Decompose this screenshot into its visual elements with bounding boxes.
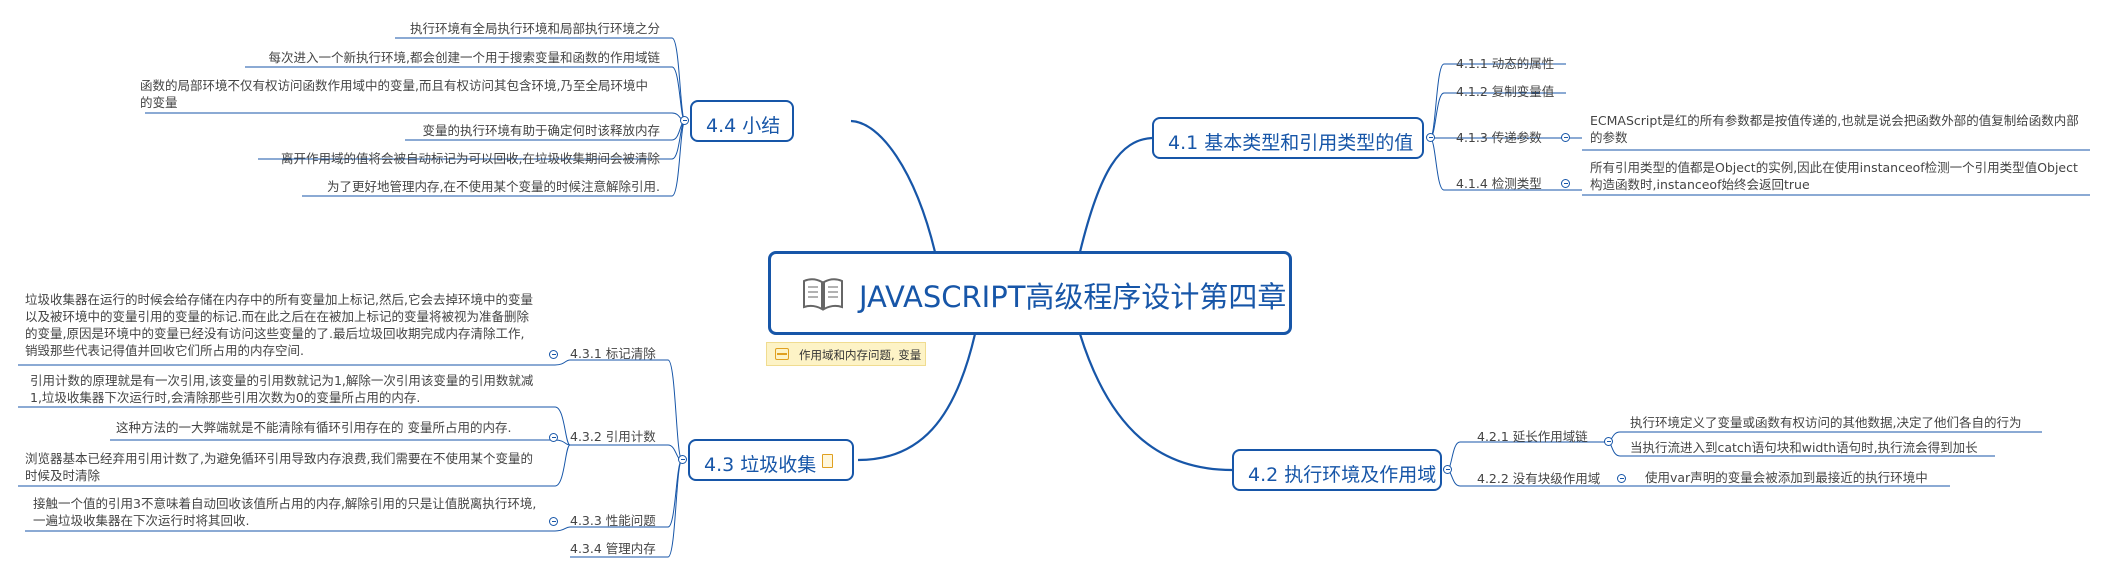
detail-4-3-1[interactable]: 垃圾收集器在运行的时候会给存储在内存中的所有变量加上标记,然后,它会去掉环境中的… — [25, 292, 533, 358]
topic-4-4-label: 4.4 小结 — [706, 115, 781, 137]
collapse-icon[interactable] — [680, 116, 689, 125]
summary-item[interactable]: 每次进入一个新执行环境,都会创建一个用于搜索变量和函数的作用域链 — [268, 50, 660, 65]
collapse-icon[interactable] — [549, 350, 558, 359]
book-icon — [803, 278, 843, 311]
collapse-icon[interactable] — [1561, 133, 1570, 142]
topic-4-2-label: 4.2 执行环境及作用域 — [1248, 464, 1437, 486]
summary-item[interactable]: 函数的局部环境不仅有权访问函数作用域中的变量,而且有权访问其包含环境,乃至全局环… — [140, 78, 648, 110]
sub-4-1-4[interactable]: 4.1.4 检测类型 — [1456, 176, 1542, 191]
detail-4-2-2[interactable]: 使用var声明的变量会被添加到最接近的执行环境中 — [1645, 470, 1928, 485]
detail-4-3-2-a[interactable]: 引用计数的原理就是有一次引用,该变量的引用数就记为1,解除一次引用该变量的引用数… — [30, 373, 534, 405]
collapse-icon[interactable] — [1604, 437, 1613, 446]
note-icon — [775, 348, 789, 360]
topic-4-1-label: 4.1 基本类型和引用类型的值 — [1168, 132, 1414, 154]
summary-item[interactable]: 执行环境有全局执行环境和局部执行环境之分 — [409, 21, 660, 36]
sub-4-1-3[interactable]: 4.1.3 传递参数 — [1456, 130, 1542, 145]
detail-4-3-3[interactable]: 接触一个值的引用3不意味着自动回收该值所占用的内存,解除引用的只是让值脱离执行环… — [33, 496, 537, 528]
detail-4-3-2-b[interactable]: 这种方法的一大弊端就是不能清除有循环引用存在的 变量所占用的内存. — [116, 420, 512, 435]
collapse-icon[interactable] — [1426, 133, 1435, 142]
collapse-icon[interactable] — [678, 455, 687, 464]
topic-4-1[interactable]: 4.1 基本类型和引用类型的值 — [1152, 117, 1424, 159]
detail-4-2-1-b[interactable]: 当执行流进入到catch语句块和width语句时,执行流会得到加长 — [1630, 440, 1978, 455]
summary-item[interactable]: 变量的执行环境有助于确定何时该释放内存 — [422, 123, 660, 138]
detail-4-2-1-a[interactable]: 执行环境定义了变量或函数有权访问的其他数据,决定了他们各自的行为 — [1630, 415, 2022, 430]
sub-4-3-2[interactable]: 4.3.2 引用计数 — [570, 429, 656, 444]
sub-4-2-1[interactable]: 4.2.1 延长作用域链 — [1477, 429, 1588, 444]
summary-item[interactable]: 离开作用域的值将会被自动标记为可以回收,在垃圾收集期间会被清除 — [281, 151, 660, 166]
sub-4-1-1[interactable]: 4.1.1 动态的属性 — [1456, 56, 1555, 71]
topic-4-2[interactable]: 4.2 执行环境及作用域 — [1232, 449, 1442, 491]
sub-4-1-2[interactable]: 4.1.2 复制变量值 — [1456, 84, 1555, 99]
central-title: JAVASCRIPT高级程序设计第四章 — [859, 280, 1287, 314]
note-doc-icon — [822, 454, 833, 468]
sub-4-3-1[interactable]: 4.3.1 标记清除 — [570, 346, 656, 361]
detail-4-1-4[interactable]: 所有引用类型的值都是Object的实例,因此在使用instanceof检测一个引… — [1590, 160, 2078, 192]
collapse-icon[interactable] — [549, 517, 558, 526]
note-text: 作用域和内存问题, 变量 — [799, 348, 922, 362]
detail-4-3-2-c[interactable]: 浏览器基本已经弃用引用计数了,为避免循环引用导致内存浪费,我们需要在不使用某个变… — [25, 451, 533, 483]
sub-4-3-4[interactable]: 4.3.4 管理内存 — [570, 541, 656, 556]
collapse-icon[interactable] — [1561, 179, 1570, 188]
central-topic[interactable]: JAVASCRIPT高级程序设计第四章 — [768, 251, 1292, 335]
sub-4-2-2[interactable]: 4.2.2 没有块级作用域 — [1477, 471, 1601, 486]
collapse-icon[interactable] — [1443, 465, 1452, 474]
summary-item[interactable]: 为了更好地管理内存,在不使用某个变量的时候注意解除引用. — [327, 179, 660, 194]
topic-4-4[interactable]: 4.4 小结 — [690, 100, 794, 142]
collapse-icon[interactable] — [1617, 474, 1626, 483]
detail-4-1-3[interactable]: ECMAScript是红的所有参数都是按值传递的,也就是说会把函数外部的值复制给… — [1590, 113, 2079, 145]
topic-4-3-label: 4.3 垃圾收集 — [704, 454, 817, 476]
central-note[interactable]: 作用域和内存问题, 变量 — [766, 342, 926, 366]
topic-4-3[interactable]: 4.3 垃圾收集 — [688, 439, 854, 481]
sub-4-3-3[interactable]: 4.3.3 性能问题 — [570, 513, 656, 528]
collapse-icon[interactable] — [549, 433, 558, 442]
